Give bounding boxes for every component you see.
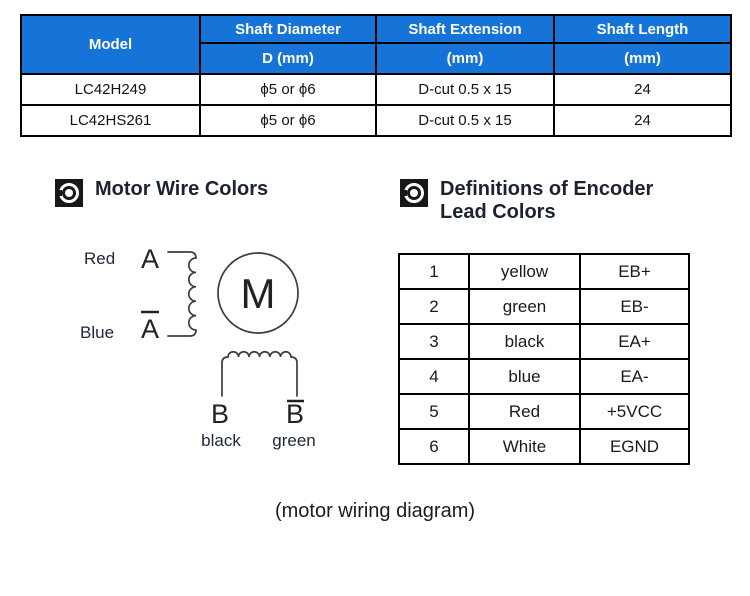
- phase-a-coil: [167, 251, 197, 337]
- phase-a-terminal: A: [141, 244, 159, 274]
- spec-header-shaft-length: Shaft Length: [553, 14, 732, 44]
- motor-target-icon: [55, 179, 83, 207]
- motor-target-icon: [400, 179, 428, 207]
- phase-a-wire-color-label: Red: [84, 249, 115, 268]
- encoder-row: 1 yellow EB+: [398, 253, 690, 290]
- encoder-color: yellow: [468, 253, 581, 290]
- spec-cell-diameter: ϕ5 or ϕ6: [199, 73, 377, 106]
- phase-b-terminal: B: [211, 399, 229, 429]
- section-title-line1: Definitions of Encoder: [440, 178, 654, 200]
- spec-row-lc42hs261: LC42HS261 ϕ5 or ϕ6 D-cut 0.5 x 15 24: [20, 104, 732, 137]
- spec-row-lc42h249: LC42H249 ϕ5 or ϕ6 D-cut 0.5 x 15 24: [20, 73, 732, 106]
- phase-b-wire-color-label: black: [201, 431, 241, 450]
- encoder-signal: EB+: [579, 253, 690, 290]
- icon-notch: [401, 190, 407, 196]
- encoder-row: 2 green EB-: [398, 288, 690, 325]
- phase-b-bar-terminal: B: [286, 399, 304, 429]
- encoder-pin: 5: [398, 393, 470, 430]
- encoder-color: Red: [468, 393, 581, 430]
- encoder-color: White: [468, 428, 581, 465]
- encoder-row: 3 black EA+: [398, 323, 690, 360]
- motor-symbol: M: [241, 270, 276, 317]
- spec-cell-length: 24: [553, 73, 732, 106]
- phase-b-bar-wire-color-label: green: [272, 431, 315, 450]
- section-title-line2: Lead Colors: [440, 201, 556, 223]
- spec-header-unit: D (mm): [199, 42, 377, 75]
- encoder-signal: EB-: [579, 288, 690, 325]
- encoder-signal: EA-: [579, 358, 690, 395]
- encoder-row: 6 White EGND: [398, 428, 690, 465]
- phase-b-coil: [221, 350, 298, 397]
- phase-a-bar-terminal: A: [141, 314, 159, 344]
- spec-cell-diameter: ϕ5 or ϕ6: [199, 104, 377, 137]
- encoder-color: blue: [468, 358, 581, 395]
- encoder-color: black: [468, 323, 581, 360]
- motor-wire-colors-heading: Motor Wire Colors: [55, 178, 268, 207]
- spec-cell-extension: D-cut 0.5 x 15: [375, 104, 555, 137]
- spec-header-shaft-diameter: Shaft Diameter: [199, 14, 377, 44]
- encoder-signal: +5VCC: [579, 393, 690, 430]
- spec-cell-extension: D-cut 0.5 x 15: [375, 73, 555, 106]
- encoder-pin: 2: [398, 288, 470, 325]
- phase-a-bar-wire-color-label: Blue: [80, 323, 114, 342]
- encoder-lead-colors-heading: Definitions of Encoder Lead Colors: [400, 178, 653, 224]
- encoder-pin: 4: [398, 358, 470, 395]
- spec-header-shaft-extension: Shaft Extension: [375, 14, 555, 44]
- section-title: Definitions of Encoder Lead Colors: [440, 178, 653, 224]
- spec-header-row-2: D (mm) (mm) (mm): [21, 42, 732, 75]
- spec-cell-model: LC42HS261: [20, 104, 201, 137]
- section-title: Motor Wire Colors: [95, 178, 269, 200]
- motor-circle: [217, 252, 299, 334]
- encoder-pin: 1: [398, 253, 470, 290]
- spec-cell-model: LC42H249: [20, 73, 201, 106]
- encoder-lead-table: 1 yellow EB+ 2 green EB- 3 black EA+ 4 b…: [398, 253, 690, 465]
- spec-header-unit: (mm): [375, 42, 555, 75]
- motor-wiring-diagram: Red A Blue A M B B black green: [80, 244, 316, 450]
- encoder-pin: 6: [398, 428, 470, 465]
- shaft-spec-table: Model Shaft Diameter Shaft Extension Sha…: [20, 14, 732, 137]
- figure-caption: (motor wiring diagram): [274, 500, 476, 522]
- spec-header-row-1: Model Shaft Diameter Shaft Extension Sha…: [20, 14, 732, 75]
- encoder-color: green: [468, 288, 581, 325]
- icon-notch: [56, 190, 62, 196]
- spec-header-unit: (mm): [553, 42, 732, 75]
- spec-header-model: Model: [20, 14, 201, 75]
- encoder-signal: EA+: [579, 323, 690, 360]
- encoder-row: 5 Red +5VCC: [398, 393, 690, 430]
- encoder-signal: EGND: [579, 428, 690, 465]
- icon-dot: [65, 189, 73, 197]
- icon-dot: [410, 189, 418, 197]
- encoder-pin: 3: [398, 323, 470, 360]
- encoder-row: 4 blue EA-: [398, 358, 690, 395]
- spec-cell-length: 24: [553, 104, 732, 137]
